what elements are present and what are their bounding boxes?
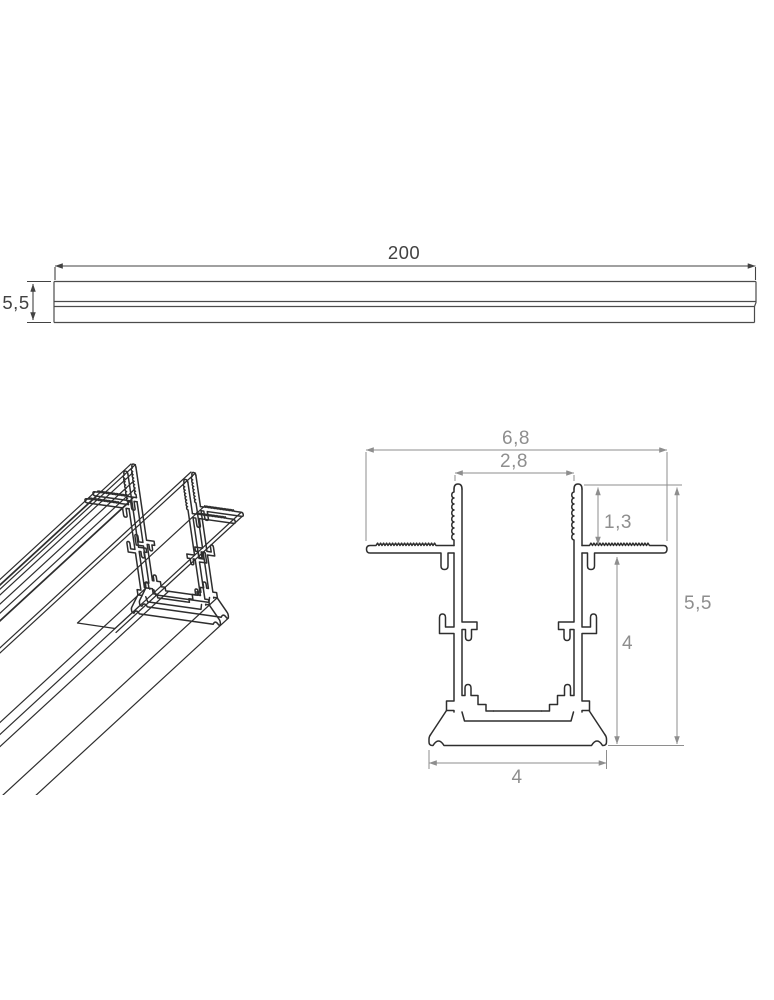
front-view-profile: [53, 280, 757, 324]
body-height-dimension: 4: [614, 556, 633, 745]
lip-height-dimension: 1,3: [584, 484, 682, 545]
dimension-label-slot-width: 2,8: [500, 451, 528, 472]
dimension-label-lip-height: 1,3: [604, 512, 632, 533]
overall-height-dimension: 5,5: [608, 487, 712, 746]
dimension-label-overall-height: 5,5: [684, 593, 712, 614]
cross-section-drawing: 6,8 2,8 1,3 4 5,5 4: [365, 428, 712, 788]
dimension-label-body-height: 4: [622, 633, 633, 654]
length-dimension: 200: [54, 242, 757, 280]
isometric-view-drawing: [0, 457, 260, 795]
slot-width-dimension: 2,8: [454, 451, 575, 481]
base-width-dimension: 4: [428, 750, 607, 788]
dimension-label-front-height: 5,5: [2, 292, 29, 313]
dimension-label-base-width: 4: [511, 767, 522, 788]
front-height-dimension: 5,5: [2, 280, 51, 324]
front-view-drawing: 200 5,5: [2, 242, 757, 324]
overall-width-dimension: 6,8: [365, 428, 668, 541]
dimension-label-length: 200: [388, 242, 420, 263]
dimension-label-overall-width: 6,8: [502, 428, 530, 449]
